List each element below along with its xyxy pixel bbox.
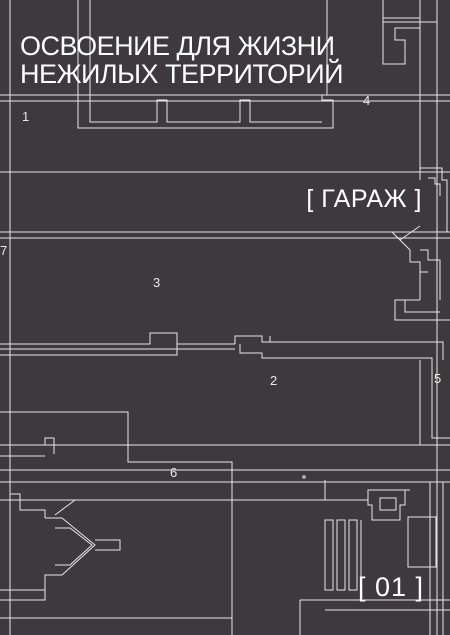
zone-label-5: 5 (434, 371, 442, 386)
plan-line (367, 490, 406, 521)
plan-line (55, 527, 93, 566)
title-line-1: ОСВОЕНИЕ ДЛЯ ЖИЗНИ (20, 31, 335, 61)
plan-line (9, 482, 21, 500)
plan-line (0, 411, 233, 635)
plan-line (44, 517, 96, 590)
zone-label-4: 4 (363, 93, 371, 108)
plan-line (44, 437, 55, 454)
plan-line (0, 589, 46, 601)
plan-line (0, 332, 178, 356)
cover-subtitle: [ ГАРАЖ ] (306, 185, 422, 213)
zone-label-3: 3 (153, 275, 161, 290)
plan-line (54, 499, 76, 516)
plan-rect (379, 497, 397, 511)
cover-title: ОСВОЕНИЕ ДЛЯ ЖИЗНИ НЕЖИЛЫХ ТЕРРИТОРИЙ (20, 32, 380, 88)
zone-label-1: 1 (22, 109, 30, 124)
plan-line (89, 0, 322, 123)
plan-line (391, 231, 428, 273)
plan-rect (302, 475, 306, 479)
plan-line (428, 177, 441, 196)
zone-label-6: 6 (170, 465, 178, 480)
plan-line (404, 300, 440, 313)
plan-rect (348, 519, 358, 591)
plan-line (239, 344, 450, 439)
title-line-2: НЕЖИЛЫХ ТЕРРИТОРИЙ (20, 59, 344, 89)
plan-line (420, 249, 441, 300)
plan-line (234, 335, 444, 360)
plan-line (19, 500, 46, 518)
plan-line (382, 0, 420, 19)
plan-line (95, 539, 121, 551)
plan-line (399, 225, 421, 241)
plan-line (382, 18, 420, 65)
zone-label-2: 2 (270, 373, 278, 388)
plan-rect (407, 516, 437, 568)
issue-number: [ 01 ] (357, 572, 424, 602)
plan-line (420, 167, 448, 232)
plan-rect (324, 519, 334, 591)
plan-line (394, 299, 450, 321)
plan-rect (336, 519, 346, 591)
zone-label-7: 7 (0, 243, 8, 258)
